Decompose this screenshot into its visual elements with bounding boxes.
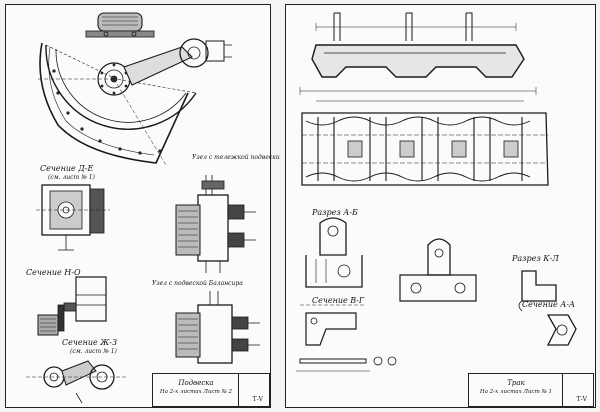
title-block-divider (562, 374, 563, 406)
section-de-drawing (36, 184, 110, 251)
label-section-aa: Сечение А-А (522, 300, 576, 309)
title-block-code: Т-V (252, 396, 263, 403)
track-plan-view (301, 112, 549, 186)
label-section-de: Сечение Д-Е (40, 164, 94, 173)
title-block-code: Т-V (576, 396, 587, 403)
label-section-vg: Сечение В-Г (312, 296, 365, 305)
title-block-divider (238, 374, 239, 406)
label-section-de-ref: (см. лист № 1) (48, 174, 95, 181)
label-section-zh-z-ref: (см. лист № 1) (70, 348, 117, 355)
title-block-track: Трак На 2-х листах Лист № 1 Т-V (468, 373, 594, 407)
section-ab-drawing (305, 217, 363, 288)
title-block-subtitle: На 2-х листах Лист № 1 (479, 389, 553, 395)
balancer-bottom (26, 360, 126, 404)
section-kl-upright (399, 238, 477, 302)
label-section-kl: Разрез К-Л (512, 254, 559, 263)
sheet-suspension: Сечение Д-Е (см. лист № 1) Сечение Н-О С… (5, 4, 280, 408)
title-block-title: Трак (507, 379, 525, 387)
road-wheel-sector (36, 42, 197, 166)
label-node-balancer: Узел с подвеской Балансира (152, 280, 243, 287)
section-zhz-drawing (37, 304, 65, 336)
label-section-zh-z: Сечение Ж-З (62, 338, 117, 347)
section-kl-drawing (518, 270, 557, 312)
bogie-top (85, 12, 155, 38)
label-node-bogie: Узел с тележкой подвески (192, 154, 280, 161)
dimension-lines (299, 87, 537, 102)
node-balancer-drawing (175, 291, 260, 364)
label-section-n-o: Сечение Н-О (26, 268, 81, 277)
section-vg-drawing (300, 304, 364, 346)
title-block-suspension: Подвеска На 2-х листах Лист № 2 Т-V (152, 373, 270, 407)
track-drawing (296, 12, 577, 372)
title-block-subtitle: На 2-х листах Лист № 2 (159, 389, 233, 395)
balancer-arm (123, 38, 232, 86)
section-no-drawing (63, 276, 107, 322)
sheet-track: Разрез А-Б Разрез К-Л Сечение В-Г Сечени… (285, 4, 596, 408)
label-section-ab: Разрез А-Б (312, 208, 358, 217)
suspension-drawing (26, 12, 260, 404)
title-block-title: Подвеска (178, 379, 214, 387)
node-bogie-drawing (175, 175, 256, 273)
section-aa-drawing (546, 314, 577, 346)
track-side-view (311, 12, 525, 78)
pin-detail (296, 356, 397, 372)
